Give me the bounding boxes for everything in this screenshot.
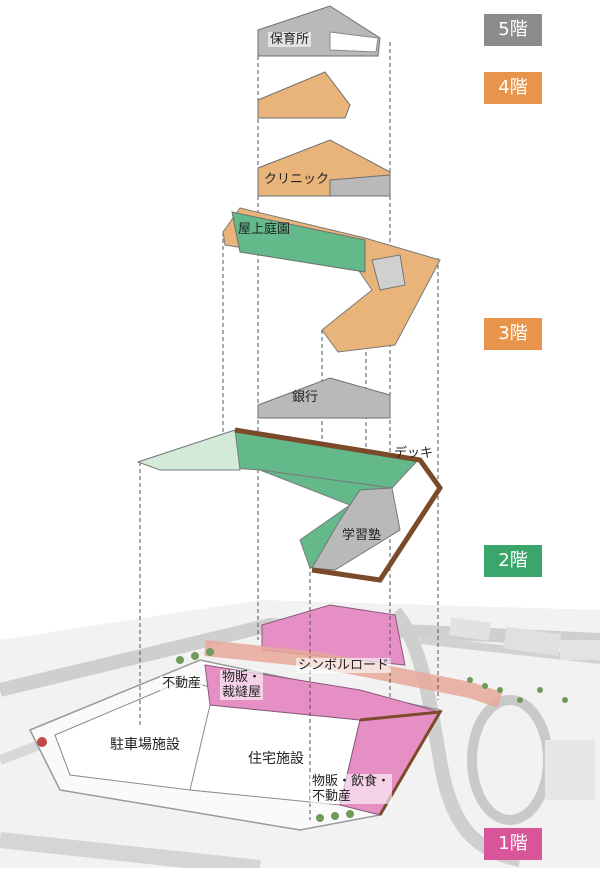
floor-3-badge: 3階 <box>484 318 542 350</box>
clinic-label: クリニック <box>264 172 330 187</box>
floor-5-badge: 5階 <box>484 14 542 46</box>
second-floor-plan <box>136 427 444 583</box>
residential-label: 住宅施設 <box>248 751 304 767</box>
rooftop-garden-label: 屋上庭園 <box>238 222 291 237</box>
clinic-slab <box>257 139 391 197</box>
deck-label: デッキ <box>394 446 434 461</box>
real-estate-label: 不動産 <box>160 676 204 691</box>
bank-slab <box>257 377 391 419</box>
parking-label: 駐車場施設 <box>110 737 180 753</box>
third-floor-plan <box>222 207 441 353</box>
retail-tailor-label: 物販・ 裁縫屋 <box>220 670 264 700</box>
symbol-road-label: シンボルロード <box>296 658 392 673</box>
bank-label: 銀行 <box>292 390 319 405</box>
fifth-floor-plan <box>257 5 381 57</box>
nursery-label: 保育所 <box>268 32 312 47</box>
floor-1-badge: 1階 <box>484 828 542 860</box>
fourth-floor-plan <box>257 71 351 119</box>
cram-school-label: 学習塾 <box>342 528 382 543</box>
floor-2-badge: 2階 <box>484 545 542 577</box>
floor-4-badge: 4階 <box>484 72 542 104</box>
retail-food-realestate-label: 物販・飲食・ 不動産 <box>310 774 393 804</box>
